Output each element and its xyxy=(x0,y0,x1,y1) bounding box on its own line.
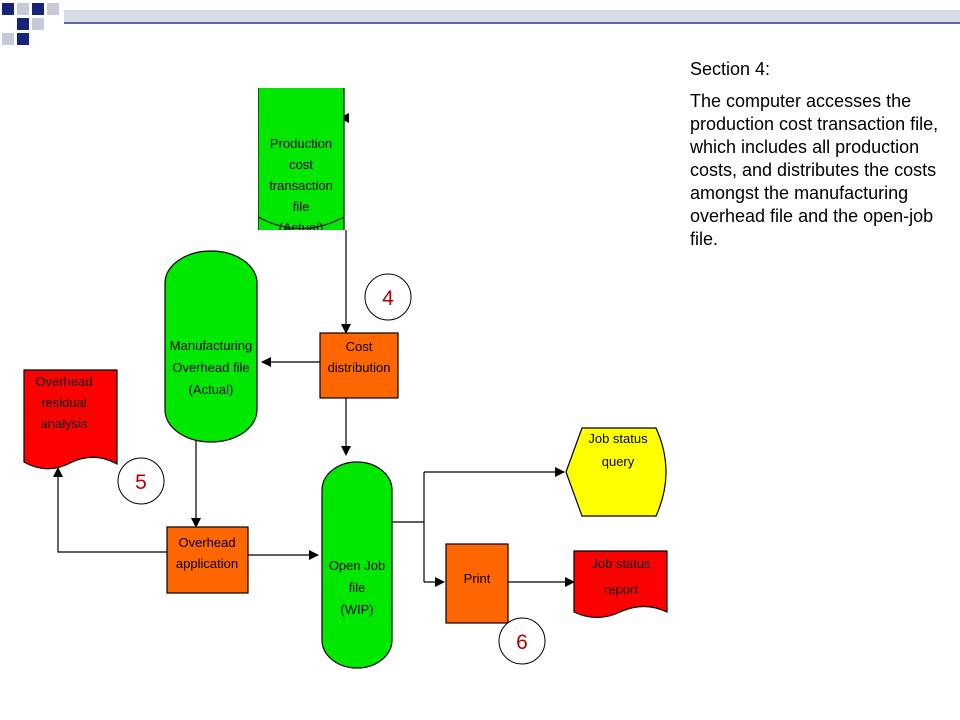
corner-squares-icon xyxy=(2,3,59,45)
overhead-application-label: application xyxy=(176,556,238,571)
job-status-query-shape xyxy=(565,427,667,517)
header-stripe xyxy=(64,22,960,24)
production-cost-transaction-file: Production cost transaction file (Actual… xyxy=(257,88,345,235)
production-file-label: (Actual) xyxy=(279,220,324,235)
section-title: Section 4: xyxy=(690,59,771,79)
production-file-label: file xyxy=(293,199,310,214)
section-body: The computer accesses the production cos… xyxy=(690,91,939,249)
production-file-label: Production xyxy=(270,136,332,151)
open-job-file: Open Job file (WIP) xyxy=(321,461,393,669)
header-square xyxy=(17,3,29,15)
marker-circle xyxy=(364,273,412,321)
overhead-file-label: Manufacturing xyxy=(170,338,252,353)
marker-number: 6 xyxy=(516,631,528,654)
overhead-residual-analysis-document: Overhead residual analysis xyxy=(23,369,118,470)
header-square xyxy=(2,3,14,15)
header-square xyxy=(2,33,14,45)
production-file-label: cost xyxy=(289,157,313,172)
cost-distribution-process: Cost distribution xyxy=(319,332,399,399)
header-square xyxy=(47,3,59,15)
job-status-report-label: report xyxy=(604,582,638,597)
job-status-report-document: Job status report xyxy=(573,550,668,619)
overhead-application-process: Overhead application xyxy=(166,526,249,594)
job-status-query-label: query xyxy=(602,454,635,469)
marker-4: 4 xyxy=(364,273,412,321)
marker-circle xyxy=(117,457,165,505)
job-status-query-label: Job status xyxy=(588,431,648,446)
open-job-file-label: (WIP) xyxy=(340,602,373,617)
overhead-file-label: Overhead file xyxy=(172,360,249,375)
job-status-report-label: Job status xyxy=(591,556,651,571)
marker-5: 5 xyxy=(117,457,165,505)
overhead-file-shape xyxy=(164,250,258,443)
cost-distribution-box xyxy=(319,332,399,399)
header-bar xyxy=(64,10,960,22)
cost-distribution-label: Cost xyxy=(346,339,373,354)
residual-analysis-label: residual xyxy=(41,395,87,410)
arrow-icon xyxy=(53,467,167,553)
overhead-file-label: (Actual) xyxy=(189,382,234,397)
marker-6: 6 xyxy=(498,617,546,665)
open-job-file-label: file xyxy=(349,580,366,595)
open-job-file-shape xyxy=(321,461,393,669)
cost-distribution-label: distribution xyxy=(328,360,391,375)
print-process: Print xyxy=(445,543,509,624)
marker-circle xyxy=(498,617,546,665)
production-file-shape xyxy=(258,88,345,230)
overhead-application-box xyxy=(166,526,249,594)
manufacturing-overhead-file: Manufacturing Overhead file (Actual) xyxy=(164,250,258,443)
header-square xyxy=(17,18,29,30)
job-status-report-shape xyxy=(573,550,668,619)
connectors xyxy=(53,113,575,587)
residual-analysis-label: Overhead xyxy=(35,374,92,389)
marker-number: 5 xyxy=(135,471,147,494)
section-caption: Section 4: The computer accesses the pro… xyxy=(690,58,952,251)
overhead-application-label: Overhead xyxy=(178,535,235,550)
residual-analysis-shape xyxy=(23,369,118,470)
job-status-query-display: Job status query xyxy=(565,427,667,517)
production-file-label: transaction xyxy=(269,178,333,193)
print-label: Print xyxy=(464,571,491,586)
production-file-bottom-edge xyxy=(257,216,345,229)
header-square xyxy=(32,18,44,30)
marker-number: 4 xyxy=(382,287,394,310)
residual-analysis-label: analysis xyxy=(41,416,88,431)
open-job-file-label: Open Job xyxy=(329,558,385,573)
header-square xyxy=(17,33,29,45)
print-box xyxy=(445,543,509,624)
header-square xyxy=(32,3,44,15)
